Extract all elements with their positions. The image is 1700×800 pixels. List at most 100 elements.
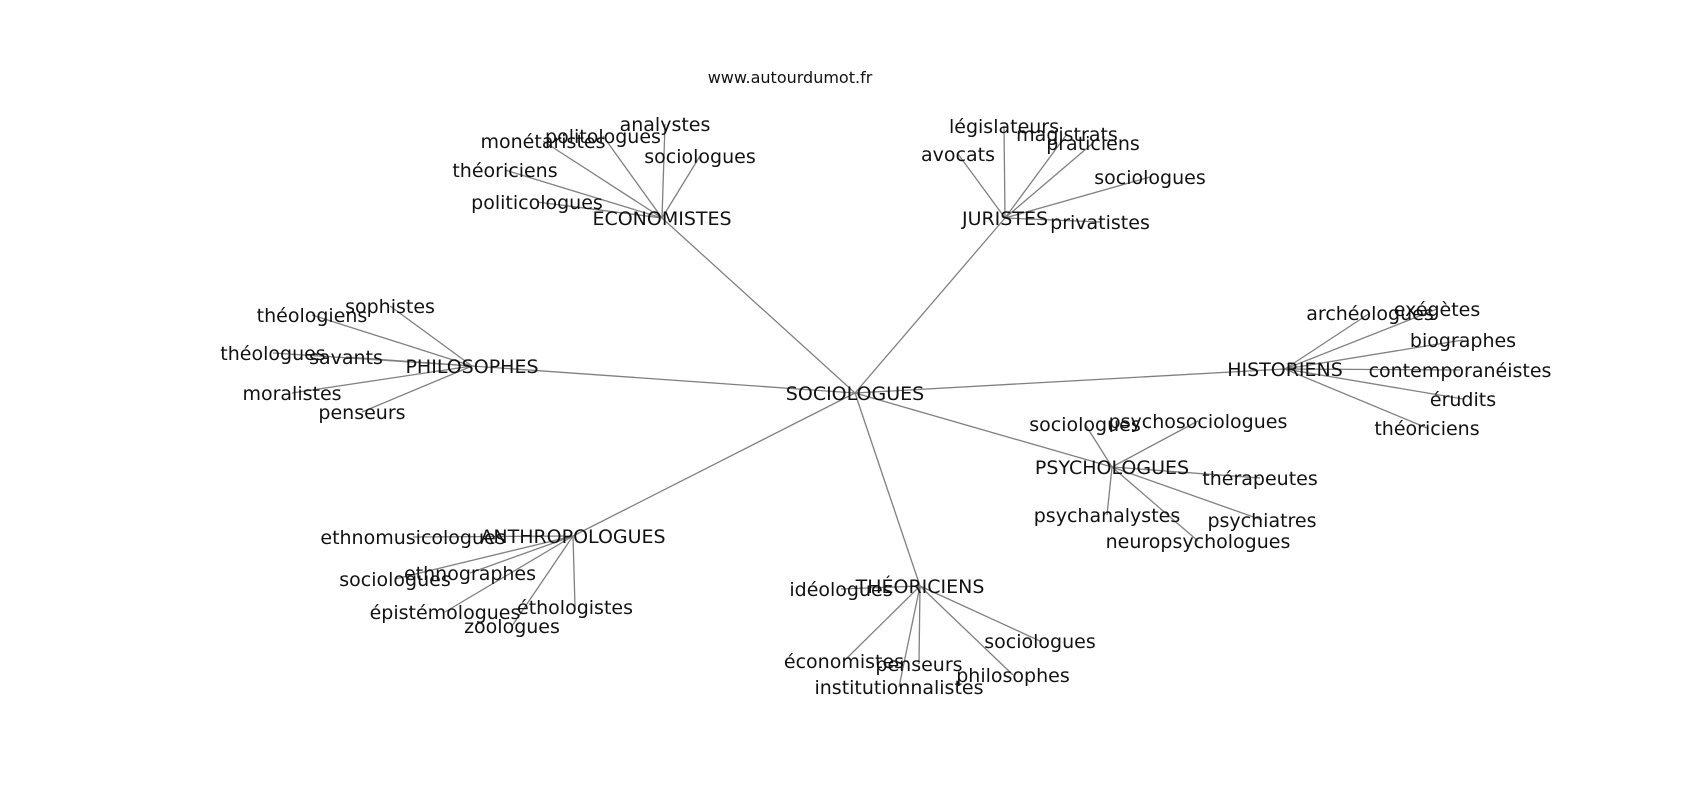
child-node[interactable]: philosophes xyxy=(956,665,1070,687)
edge-group-child xyxy=(291,365,473,394)
edge-group-child xyxy=(918,585,921,665)
edge-group-child xyxy=(1111,420,1199,468)
group-node[interactable]: ÉCONOMISTES xyxy=(592,207,731,230)
edge-group-child xyxy=(511,535,574,627)
group-node[interactable]: ANTHROPOLOGUES xyxy=(480,526,665,548)
child-node[interactable]: ethnomusicologues xyxy=(320,527,505,549)
child-node[interactable]: avocats xyxy=(921,144,995,166)
edge-group-child xyxy=(345,356,473,367)
child-node[interactable]: privatistes xyxy=(1050,212,1150,234)
child-node[interactable]: analystes xyxy=(620,114,711,136)
child-node[interactable]: idéologues xyxy=(789,579,892,601)
group-node[interactable]: PSYCHOLOGUES xyxy=(1035,457,1189,479)
child-node[interactable]: sociologues xyxy=(1094,167,1205,189)
edge-group-child xyxy=(1284,308,1438,370)
child-node[interactable]: zoologues xyxy=(464,616,560,638)
child-node[interactable]: sociologues xyxy=(339,569,450,591)
edges xyxy=(272,123,1464,688)
child-node[interactable]: législateurs xyxy=(949,116,1059,138)
edge-group-child xyxy=(469,535,574,574)
edge-group-child xyxy=(361,365,473,413)
group-node[interactable]: PHILOSOPHES xyxy=(405,356,538,378)
child-node[interactable]: épistémologues xyxy=(370,602,521,624)
edge-group-child xyxy=(919,585,1041,642)
edge-group-child xyxy=(1284,312,1371,370)
child-node[interactable]: érudits xyxy=(1430,389,1496,411)
child-node[interactable]: psychanalystes xyxy=(1034,505,1180,527)
child-node[interactable]: magistrats xyxy=(1016,124,1118,146)
child-node[interactable]: moralistes xyxy=(242,383,341,405)
child-node[interactable]: penseurs xyxy=(318,402,405,424)
edge-group-child xyxy=(1111,466,1263,521)
edge-group-child xyxy=(919,585,1014,676)
child-node[interactable]: contemporanéistes xyxy=(1369,360,1552,382)
child-node[interactable]: monétaristes xyxy=(481,131,606,153)
edge-root-group xyxy=(854,368,1286,394)
edge-group-child xyxy=(311,314,473,367)
edge-group-child xyxy=(661,123,666,219)
child-node[interactable]: ethnographes xyxy=(404,563,536,585)
child-node[interactable]: penseurs xyxy=(875,654,962,676)
child-node[interactable]: sociologues xyxy=(1029,414,1140,436)
child-node[interactable]: sophistes xyxy=(345,296,435,318)
group-node[interactable]: HISTORIENS xyxy=(1227,359,1343,381)
edge-group-child xyxy=(1284,339,1464,370)
edge-root-group xyxy=(572,392,856,537)
edge-group-child xyxy=(1111,466,1199,542)
child-node[interactable]: politicologues xyxy=(471,192,603,214)
child-node[interactable]: biographes xyxy=(1410,330,1516,352)
group-node[interactable]: JURISTES xyxy=(961,208,1048,230)
child-node[interactable]: exégètes xyxy=(1394,299,1481,321)
edge-group-child xyxy=(444,535,574,613)
child-node[interactable]: sociologues xyxy=(644,146,755,168)
edge-group-child xyxy=(661,155,701,219)
child-node[interactable]: psychiatres xyxy=(1207,510,1316,532)
group-node[interactable]: THÉORICIENS xyxy=(855,575,985,598)
child-node[interactable]: théologues xyxy=(220,343,325,365)
edge-root-group xyxy=(661,217,856,394)
site-watermark: www.autourdumot.fr xyxy=(708,68,873,87)
edge-root-group xyxy=(854,217,1006,394)
edge-group-child xyxy=(389,305,473,367)
edge-group-child xyxy=(1004,142,1094,219)
edge-group-child xyxy=(1004,133,1068,219)
edge-group-child xyxy=(1003,125,1006,219)
child-node[interactable]: politologues xyxy=(545,126,661,148)
edge-group-child xyxy=(1004,217,1101,223)
edge-group-child xyxy=(394,535,574,580)
child-node[interactable]: praticiens xyxy=(1046,133,1140,155)
child-node[interactable]: économistes xyxy=(784,651,904,673)
edge-group-child xyxy=(1106,466,1113,516)
labels: SOCIOLOGUES ÉCONOMISTES analystespolitolog… xyxy=(220,114,1551,699)
child-node[interactable]: sociologues xyxy=(984,631,1095,653)
edge-group-child xyxy=(1284,368,1428,429)
edge-group-child xyxy=(843,585,921,662)
edge-group-child xyxy=(840,585,921,590)
edge-group-child xyxy=(412,535,574,538)
edge-group-child xyxy=(898,585,921,688)
edge-group-child xyxy=(957,153,1006,219)
child-node[interactable]: théoriciens xyxy=(452,160,557,182)
child-node[interactable]: savants xyxy=(309,347,383,369)
child-node[interactable]: institutionnalistes xyxy=(814,677,983,699)
child-node[interactable]: archéologues xyxy=(1306,303,1433,325)
edge-root-group xyxy=(471,365,856,394)
edge-root-group xyxy=(854,392,1113,468)
edge-group-child xyxy=(542,140,663,219)
child-node[interactable]: éthologistes xyxy=(517,597,633,619)
edge-group-child xyxy=(1004,176,1151,219)
edge-root-group xyxy=(854,392,921,587)
child-node[interactable]: psychosociologues xyxy=(1109,411,1288,433)
child-node[interactable]: thérapeutes xyxy=(1202,468,1317,490)
child-node[interactable]: théologiens xyxy=(257,305,368,327)
edge-group-child xyxy=(1084,423,1113,468)
child-node[interactable]: théoriciens xyxy=(1374,418,1479,440)
edge-group-child xyxy=(572,535,576,608)
child-node[interactable]: neuropsychologues xyxy=(1106,531,1291,553)
edge-group-child xyxy=(1111,466,1261,479)
edge-group-child xyxy=(602,135,663,219)
root-node[interactable]: SOCIOLOGUES xyxy=(786,383,924,405)
edge-group-child xyxy=(504,169,663,219)
edge-group-child xyxy=(1284,368,1461,371)
